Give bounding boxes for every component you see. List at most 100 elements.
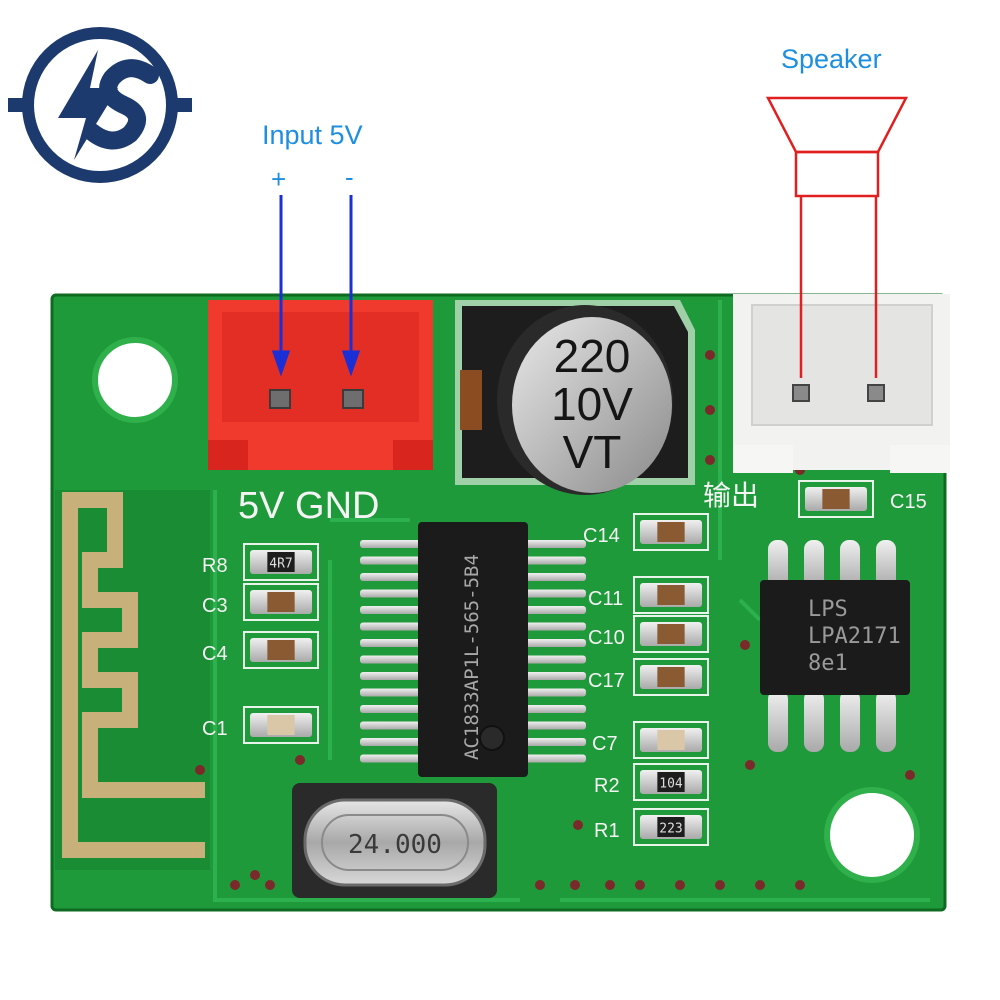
amp-pin bbox=[840, 540, 860, 588]
ic-pin bbox=[524, 655, 586, 664]
main-ic-marking: AC1833AP1L-565-5B4 bbox=[461, 554, 483, 760]
ic-pin bbox=[524, 606, 586, 614]
amp-pin bbox=[768, 540, 788, 588]
input-voltage-label: Input 5V bbox=[262, 120, 363, 150]
pcb-antenna-trace bbox=[62, 492, 205, 858]
crystal-oscillator: 24.000 bbox=[292, 783, 497, 898]
capacitor-c14-outline bbox=[633, 513, 709, 551]
amp-pin bbox=[840, 690, 860, 752]
label-c7: C7 bbox=[592, 733, 618, 755]
ic-pin bbox=[524, 540, 586, 548]
label-c1: C1 bbox=[202, 718, 228, 740]
resistor-r8-body bbox=[267, 552, 295, 572]
capacitor-c10-body bbox=[657, 624, 685, 644]
ic-pin bbox=[524, 589, 586, 598]
ic-pin bbox=[524, 556, 586, 565]
capacitor-c14-body bbox=[657, 522, 685, 542]
amp-pin bbox=[876, 540, 896, 588]
capacitor-c11-body bbox=[657, 585, 685, 605]
ic-pin bbox=[360, 606, 422, 614]
amplifier-ic-chip: LPS LPA2171 8e1 bbox=[760, 540, 910, 752]
ic-pin bbox=[360, 672, 422, 680]
capacitor-c4-outline bbox=[243, 631, 319, 669]
minus-sign: - bbox=[345, 162, 354, 192]
capacitor-c15-body bbox=[822, 489, 850, 509]
capacitor-c15-outline bbox=[798, 480, 874, 518]
main-ic-chip: AC1833AP1L-565-5B4 bbox=[360, 522, 586, 777]
capacitor-c7-body bbox=[657, 730, 685, 750]
ic-pin bbox=[524, 721, 586, 730]
amp-pin bbox=[768, 690, 788, 752]
capacitor-text-3: VT bbox=[563, 426, 622, 478]
ic-pin bbox=[524, 672, 586, 680]
capacitor-c7-outline bbox=[633, 721, 709, 759]
capacitor-c11-outline bbox=[633, 576, 709, 614]
speaker-label: Speaker bbox=[781, 44, 882, 74]
resistor-r2-body bbox=[657, 772, 685, 792]
ic-pin bbox=[360, 688, 422, 697]
amp-pin bbox=[804, 690, 824, 752]
ic-pin bbox=[360, 705, 422, 713]
capacitor-c3-outline bbox=[243, 583, 319, 621]
ic-pin bbox=[360, 556, 422, 565]
ic-pin bbox=[360, 540, 422, 548]
amp-pin bbox=[876, 690, 896, 752]
amp-ic-line3: 8e1 bbox=[808, 651, 848, 676]
mounting-hole-bottom-right bbox=[824, 787, 920, 883]
label-c17: C17 bbox=[588, 670, 625, 692]
pcb-traces bbox=[213, 300, 930, 902]
ic-pin bbox=[360, 622, 422, 631]
label-c4: C4 bbox=[202, 643, 228, 665]
ic-pin bbox=[524, 705, 586, 713]
speaker-icon bbox=[765, 96, 909, 378]
ic-pin bbox=[524, 688, 586, 697]
ic-pin bbox=[524, 622, 586, 631]
resistor-r2-outline bbox=[633, 763, 709, 801]
capacitor-text-1: 220 bbox=[554, 330, 631, 382]
crystal-marking: 24.000 bbox=[348, 830, 442, 860]
resistor-r1-code: 223 bbox=[659, 821, 682, 836]
plus-sign: + bbox=[271, 164, 287, 194]
ic-pin bbox=[360, 738, 422, 746]
electrolytic-capacitor: 220 10V VT bbox=[455, 300, 695, 495]
label-r2: R2 bbox=[594, 775, 620, 797]
label-c14: C14 bbox=[583, 525, 620, 547]
amp-ic-line2: LPA2171 bbox=[808, 624, 901, 649]
resistor-r8-code: 4R7 bbox=[269, 556, 292, 571]
ic-pin bbox=[524, 738, 586, 746]
amp-pin bbox=[804, 540, 824, 588]
ic-pin bbox=[360, 655, 422, 664]
label-c15: C15 bbox=[890, 491, 927, 513]
power-connector-red bbox=[208, 300, 433, 470]
speaker-connector-white bbox=[733, 294, 950, 473]
resistor-r2-code: 104 bbox=[659, 776, 683, 791]
silkscreen-output-label: 输出 bbox=[703, 479, 759, 512]
label-c11: C11 bbox=[588, 588, 623, 610]
input-arrows bbox=[271, 195, 361, 377]
ic-pin bbox=[360, 721, 422, 730]
mounting-hole-top-left bbox=[92, 337, 178, 423]
ic-pin bbox=[360, 639, 422, 647]
capacitor-c4-body bbox=[267, 640, 295, 660]
capacitor-c17-outline bbox=[633, 658, 709, 696]
label-r8: R8 bbox=[202, 555, 228, 577]
capacitor-c3-body bbox=[267, 592, 295, 612]
silkscreen-power-label: 5V GND bbox=[238, 485, 379, 527]
amp-ic-line1: LPS bbox=[808, 597, 848, 622]
resistor-r1-body bbox=[657, 817, 685, 837]
is-lightning-logo-icon bbox=[8, 27, 192, 183]
label-r1: R1 bbox=[594, 820, 620, 842]
label-c10: C10 bbox=[588, 627, 625, 649]
label-c3: C3 bbox=[202, 595, 228, 617]
ic-pin bbox=[524, 573, 586, 581]
resistor-r1-outline bbox=[633, 808, 709, 846]
ic-pin bbox=[524, 639, 586, 647]
capacitor-c1-body bbox=[267, 715, 295, 735]
ic-pin bbox=[360, 573, 422, 581]
capacitor-c1-outline bbox=[243, 706, 319, 744]
ic-pin bbox=[360, 589, 422, 598]
capacitor-c17-body bbox=[657, 667, 685, 687]
resistor-r8-outline bbox=[243, 543, 319, 581]
